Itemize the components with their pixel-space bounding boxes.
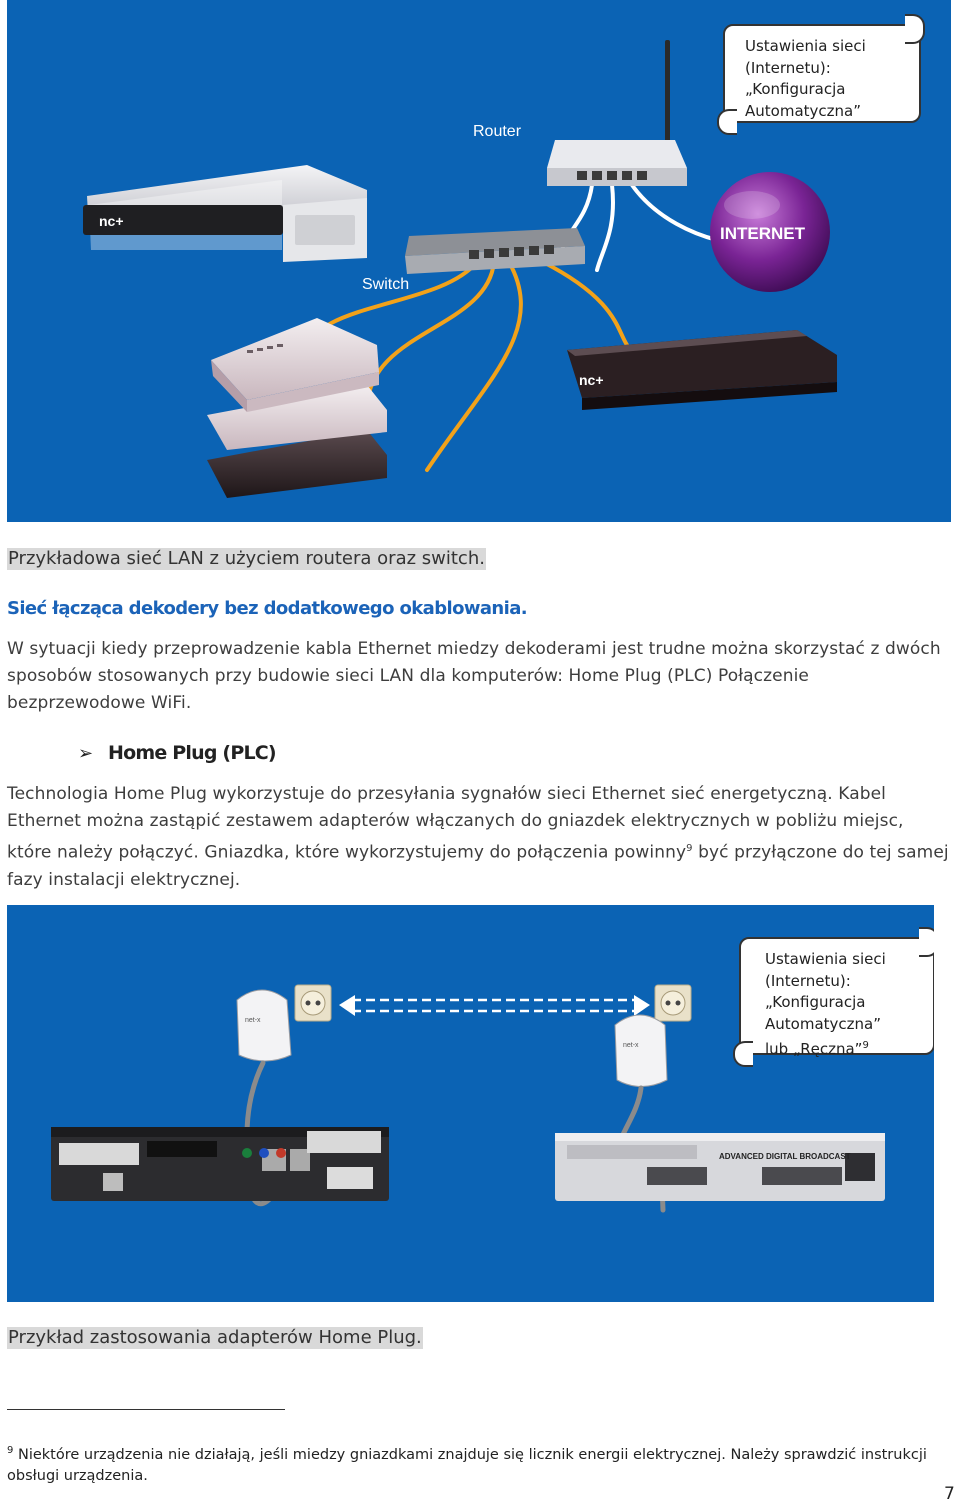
lan-diagram: nc+ nc+ (83, 40, 837, 498)
callout-line: „Konfiguracja (765, 993, 866, 1011)
decoder-rear-right: ADVANCED DIGITAL BROADCAST (555, 1133, 885, 1201)
section-heading: Sieć łącząca dekodery bez dodatkowego ok… (7, 598, 528, 619)
network-settings-callout-1: Ustawienia sieci (Internetu): „Konfigura… (717, 14, 925, 135)
bullet-arrow-icon: ➢ (78, 743, 94, 764)
plc-dashed-link (339, 995, 650, 1016)
callout-line: Ustawienia sieci (765, 950, 886, 968)
wall-socket-left (294, 984, 332, 1022)
brand-logo-1: nc+ (99, 213, 124, 229)
callout-line: (Internetu): (765, 971, 851, 990)
homeplug-adapter-right: net-x (614, 1014, 668, 1087)
bullet-heading: Home Plug (PLC) (108, 742, 277, 764)
intro-paragraph: W sytuacji kiedy przeprowadzenie kabla E… (7, 639, 941, 713)
network-settings-callout-2: Ustawienia sieci (Internetu): „Konfigura… (733, 927, 934, 1067)
decoder-model-label: ADVANCED DIGITAL BROADCAST (719, 1152, 851, 1161)
internet-label: INTERNET (720, 224, 805, 243)
page-number: 7 (944, 1484, 955, 1504)
adapter-brand: net-x (623, 1042, 639, 1049)
figure-caption-2: Przykład zastosowania adapterów Home Plu… (7, 1327, 423, 1349)
scroll-curl (919, 927, 934, 957)
decoder-rear-left (51, 1127, 389, 1201)
cable-orange-3 (425, 260, 523, 472)
callout-line: Ustawienia sieci (745, 37, 866, 55)
footnote-number: 9 (7, 1445, 14, 1456)
callout-line: Automatyczna” (745, 101, 861, 120)
cable-white-2 (595, 183, 615, 272)
switch-label: Switch (362, 276, 410, 293)
callout-line: „Konfiguracja (745, 80, 846, 98)
footnote-separator (7, 1409, 285, 1410)
decoder-right-black: nc+ (567, 330, 837, 410)
scroll-curl (905, 14, 925, 44)
wall-socket-right (654, 984, 692, 1022)
homeplug-adapter-left: net-x (236, 989, 292, 1062)
footnote: 9 Niektóre urządzenia nie działają, jeśl… (7, 1440, 957, 1487)
callout-line: Automatyczna” (765, 1014, 881, 1033)
footnote-text: Niektóre urządzenia nie działają, jeśli … (7, 1446, 927, 1484)
homeplug-diagram-panel: net-x net-x (7, 905, 934, 1302)
body-text: Technologia Home Plug wykorzystuje do pr… (7, 784, 904, 863)
figure-caption-1: Przykładowa sieć LAN z użyciem routera o… (7, 548, 486, 570)
footnote-ref: 9 (686, 843, 693, 854)
cable-white-3 (630, 183, 719, 242)
body-paragraph: Technologia Home Plug wykorzystuje do pr… (7, 781, 952, 894)
homeplug-diagram: net-x net-x (51, 984, 885, 1213)
switch-device (405, 228, 585, 274)
decoder-stack (207, 318, 387, 498)
router-antenna (665, 40, 670, 150)
cable-orange-4 (541, 260, 629, 347)
adapter-brand: net-x (245, 1017, 261, 1024)
scroll-curl (717, 109, 737, 135)
decoder-top-left: nc+ (83, 165, 367, 262)
brand-logo-2: nc+ (579, 372, 604, 388)
callout-line: lub „Ręczna”9 (765, 1040, 869, 1058)
body-text-cont: być przyłączone do tej samej fazy instal… (7, 842, 949, 890)
scroll-curl (733, 1041, 753, 1067)
lan-diagram-panel: nc+ nc+ Router Switch (7, 0, 951, 522)
router-label: Router (473, 123, 522, 140)
router-device (547, 40, 687, 186)
internet-globe (710, 172, 830, 292)
callout-line: (Internetu): (745, 58, 831, 77)
